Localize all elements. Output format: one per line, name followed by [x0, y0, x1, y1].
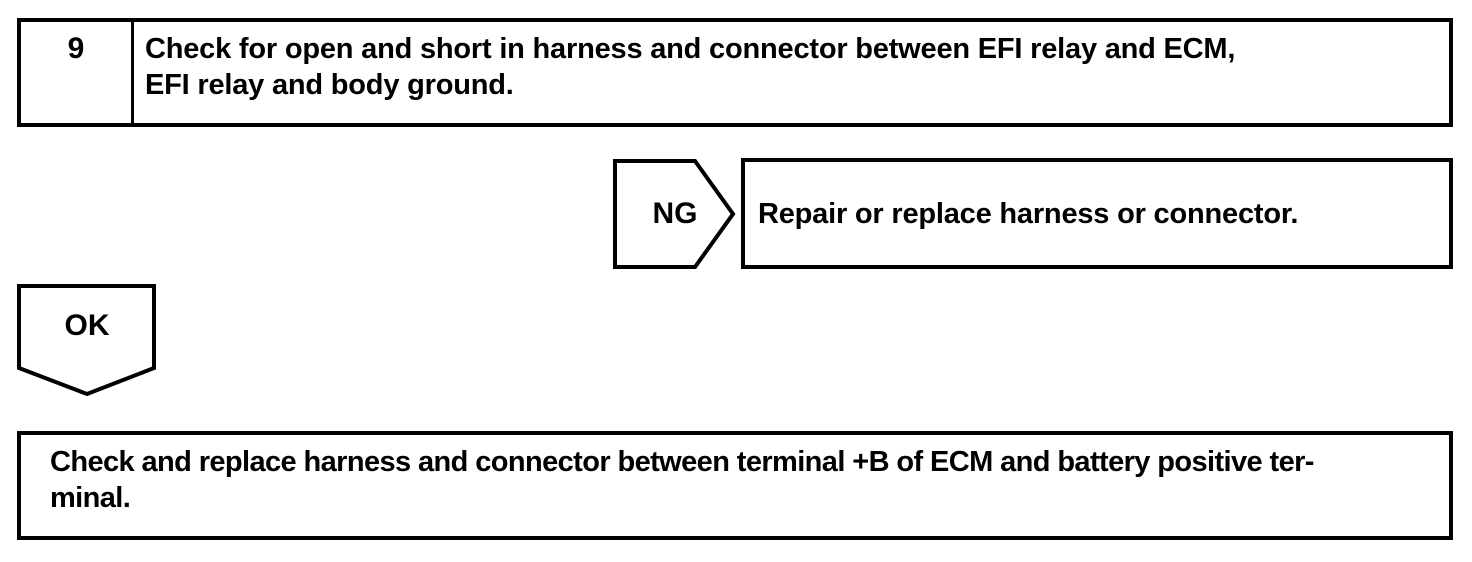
step-instruction-line-2: EFI relay and body ground.	[145, 69, 514, 101]
ok-label: OK	[64, 309, 110, 342]
ng-result-text: Repair or replace harness or connector.	[758, 197, 1299, 230]
step-instruction-line-1: Check for open and short in harness and …	[145, 33, 1236, 65]
next-step-line-1: Check and replace harness and connector …	[50, 446, 1314, 478]
ng-label: NG	[652, 197, 698, 230]
step-number-cell: 9	[21, 22, 134, 123]
next-step-box: Check and replace harness and connector …	[17, 431, 1453, 540]
step-instruction: Check for open and short in harness and …	[134, 22, 1235, 123]
ok-branch-arrow-icon: OK	[17, 284, 157, 398]
ng-pentagon-icon	[613, 159, 736, 269]
step-box: 9 Check for open and short in harness an…	[17, 18, 1453, 127]
ok-pentagon-icon	[17, 284, 156, 397]
ng-result-box: Repair or replace harness or connector.	[741, 158, 1453, 269]
ng-branch-arrow-icon: NG	[613, 158, 737, 270]
next-step-line-2: minal.	[50, 482, 131, 514]
step-number: 9	[67, 32, 85, 65]
